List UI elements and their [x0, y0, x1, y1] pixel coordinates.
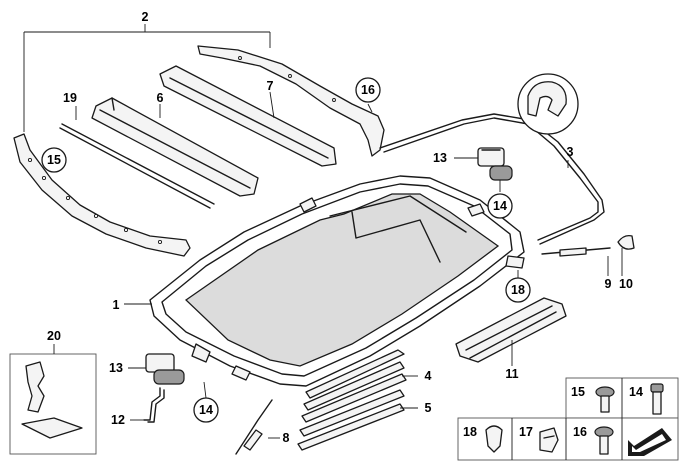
screw-16-icon: [594, 426, 614, 455]
leader-lines: [53, 91, 623, 439]
callout-16: 16: [361, 83, 375, 97]
callout-circle-14-lower: [193, 397, 219, 423]
callout-10: 10: [619, 277, 633, 291]
part-10-cap: [617, 234, 635, 250]
callout-19: 19: [63, 91, 77, 105]
part-15-rail-strip: [13, 133, 191, 257]
panel-label-16: 16: [573, 425, 587, 439]
part-12-bracket: [143, 387, 165, 423]
callout-circle-15: [41, 147, 67, 173]
callout-3: 3: [567, 145, 574, 159]
panel-label-15: 15: [571, 385, 585, 399]
panel-label-14: 14: [629, 385, 643, 399]
part-7-cross-member: [159, 65, 337, 167]
callout-12: 12: [111, 413, 125, 427]
callout-20: 20: [47, 329, 61, 343]
callout-7: 7: [267, 79, 274, 93]
callout-2: 2: [142, 10, 149, 24]
screw-15-icon: [595, 386, 615, 413]
callout-5: 5: [425, 401, 432, 415]
callout-4: 4: [425, 369, 432, 383]
callout-15: 15: [47, 153, 61, 167]
direction-arrow-icon: [628, 428, 672, 456]
part-20-repair-kit-box: [9, 353, 97, 455]
part-19-seal-strip: [59, 123, 215, 209]
callout-circle-14-upper: [487, 193, 513, 219]
callout-1: 1: [113, 298, 120, 312]
part-6-wind-deflector: [91, 97, 259, 197]
part-8-drive-cable: [235, 399, 273, 455]
panel-label-18: 18: [463, 425, 477, 439]
part-4-5-rail-slats: [297, 349, 407, 451]
callout-6: 6: [157, 91, 164, 105]
callout-11: 11: [505, 367, 518, 381]
panel-label-17: 17: [519, 425, 533, 439]
callout-9: 9: [605, 277, 612, 291]
seal-profile-detail-circle: [517, 73, 579, 135]
bolt-14-icon: [650, 383, 664, 415]
callout-8: 8: [283, 431, 290, 445]
part-9-drive-shaft: [541, 247, 611, 257]
clip-17-icon: [539, 427, 559, 453]
callout-circle-16: [355, 77, 381, 103]
group-bracket-2: [23, 24, 271, 132]
part-1-sunroof-frame: [149, 175, 525, 387]
part-3-seal-loop: [379, 113, 605, 245]
callout-13-lower: 13: [109, 361, 123, 375]
callout-14-upper: 14: [493, 199, 507, 213]
callout-13-upper: 13: [433, 151, 447, 165]
part-13-motor-upper: [477, 147, 513, 181]
part-16-bracket-strip: [197, 45, 385, 157]
part-13-motor-lower: [145, 353, 185, 385]
callout-14-lower: 14: [199, 403, 213, 417]
callout-18: 18: [511, 283, 525, 297]
part-11-guide-channel: [455, 297, 567, 363]
clip-18-icon: [485, 425, 503, 453]
callout-circle-18: [505, 277, 531, 303]
fastener-panel: [457, 377, 679, 461]
